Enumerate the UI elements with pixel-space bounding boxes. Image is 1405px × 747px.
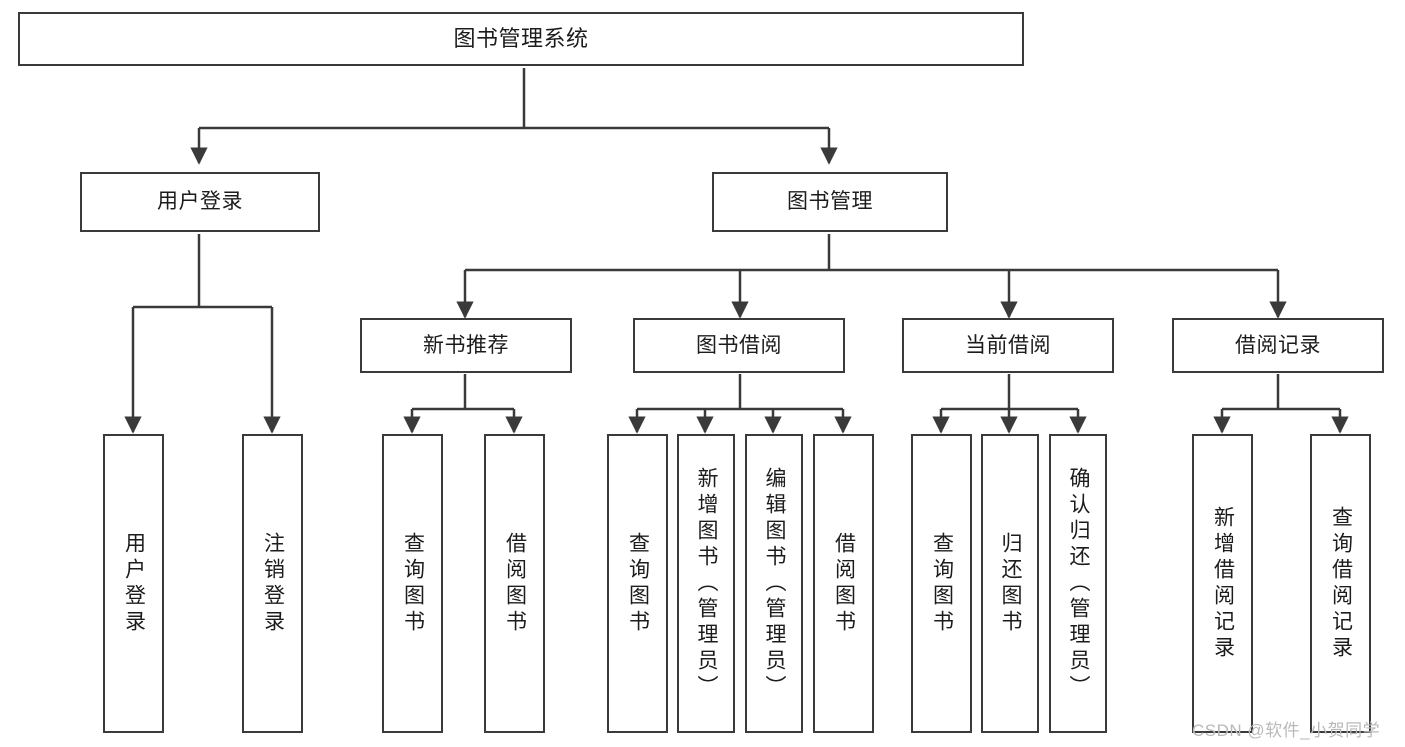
leaf-borrow-query-book[interactable]: 查询图书 bbox=[607, 434, 668, 733]
node-borrow-records-label: 借阅记录 bbox=[1235, 333, 1321, 357]
node-book-borrow-label: 图书借阅 bbox=[696, 333, 782, 357]
leaf-borrow-edit-book[interactable]: 编辑图书（管理员） bbox=[745, 434, 803, 733]
leaf-user-login-signin[interactable]: 用户登录 bbox=[103, 434, 164, 733]
node-user-login[interactable]: 用户登录 bbox=[80, 172, 320, 232]
leaf-records-query-record[interactable]: 查询借阅记录 bbox=[1310, 434, 1371, 733]
node-new-book-recommend[interactable]: 新书推荐 bbox=[360, 318, 572, 373]
leaf-borrow-borrow-book[interactable]: 借阅图书 bbox=[813, 434, 874, 733]
leaf-user-login-signout[interactable]: 注销登录 bbox=[242, 434, 303, 733]
node-user-login-label: 用户登录 bbox=[157, 190, 243, 214]
node-root[interactable]: 图书管理系统 bbox=[18, 12, 1024, 66]
leaf-borrow-query-book-label: 查询图书 bbox=[626, 531, 650, 636]
node-current-borrow-label: 当前借阅 bbox=[965, 333, 1051, 357]
leaf-current-return-book[interactable]: 归还图书 bbox=[981, 434, 1039, 733]
watermark: CSDN @软件_小贺同学 bbox=[1192, 721, 1381, 740]
leaf-current-return-book-label: 归还图书 bbox=[999, 531, 1023, 636]
node-root-label: 图书管理系统 bbox=[453, 25, 589, 51]
leaf-current-confirm-return[interactable]: 确认归还（管理员） bbox=[1049, 434, 1107, 733]
leaf-borrow-add-book[interactable]: 新增图书（管理员） bbox=[677, 434, 735, 733]
node-borrow-records[interactable]: 借阅记录 bbox=[1172, 318, 1384, 373]
leaf-current-query-book[interactable]: 查询图书 bbox=[911, 434, 972, 733]
node-book-management[interactable]: 图书管理 bbox=[712, 172, 948, 232]
leaf-new-book-query-label: 查询图书 bbox=[401, 531, 425, 636]
leaf-current-confirm-return-label: 确认归还（管理员） bbox=[1067, 466, 1091, 701]
node-new-book-recommend-label: 新书推荐 bbox=[423, 333, 509, 357]
node-current-borrow[interactable]: 当前借阅 bbox=[902, 318, 1114, 373]
leaf-borrow-add-book-label: 新增图书（管理员） bbox=[695, 466, 719, 701]
leaf-user-login-signin-label: 用户登录 bbox=[122, 531, 146, 636]
node-book-borrow[interactable]: 图书借阅 bbox=[633, 318, 845, 373]
leaf-new-book-borrow-label: 借阅图书 bbox=[503, 531, 527, 636]
leaf-current-query-book-label: 查询图书 bbox=[930, 531, 954, 636]
node-book-management-label: 图书管理 bbox=[787, 190, 873, 214]
leaf-user-login-signout-label: 注销登录 bbox=[261, 531, 285, 636]
leaf-new-book-borrow[interactable]: 借阅图书 bbox=[484, 434, 545, 733]
leaf-records-add-record[interactable]: 新增借阅记录 bbox=[1192, 434, 1253, 733]
leaf-borrow-edit-book-label: 编辑图书（管理员） bbox=[763, 466, 787, 701]
leaf-new-book-query[interactable]: 查询图书 bbox=[382, 434, 443, 733]
leaf-borrow-borrow-book-label: 借阅图书 bbox=[832, 531, 856, 636]
leaf-records-query-record-label: 查询借阅记录 bbox=[1329, 505, 1353, 662]
leaf-records-add-record-label: 新增借阅记录 bbox=[1211, 505, 1235, 662]
